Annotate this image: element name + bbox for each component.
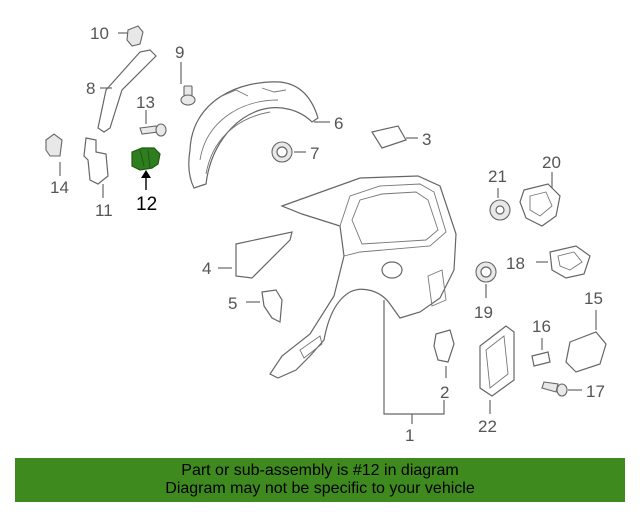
callout-13: 13 (136, 93, 155, 112)
parts-diagram: 10 8 9 13 14 11 12 (45, 24, 607, 445)
callout-15: 15 (584, 289, 603, 308)
callout-6: 6 (334, 114, 343, 133)
callout-16: 16 (532, 317, 551, 336)
part-1-quarter-panel (269, 175, 457, 424)
part-13-screw (139, 110, 167, 137)
part-12-clip-highlighted (131, 147, 161, 190)
banner-line-2: Diagram may not be specific to your vehi… (165, 480, 475, 497)
part-16-label (531, 338, 551, 367)
callout-4: 4 (202, 259, 211, 278)
part-5-bracket (246, 289, 283, 323)
part-6-wheel-liner (188, 81, 330, 189)
callout-17: 17 (586, 382, 605, 401)
callout-14: 14 (50, 178, 69, 197)
part-11-bracket (83, 137, 109, 198)
part-19-grommet (475, 261, 497, 298)
part-18-actuator (536, 245, 591, 279)
callout-9: 9 (175, 43, 184, 62)
part-22-fuel-door-housing (479, 325, 515, 414)
part-3-panel (371, 125, 418, 149)
callout-7: 7 (310, 144, 319, 163)
callout-18: 18 (506, 254, 525, 273)
callout-11: 11 (95, 201, 113, 220)
part-7-grommet (271, 141, 306, 163)
callout-12: 12 (136, 194, 157, 215)
callout-8: 8 (86, 79, 95, 98)
part-8-strip (97, 49, 157, 133)
callout-2: 2 (440, 383, 449, 402)
callout-20: 20 (542, 153, 561, 172)
part-14-clip (45, 133, 63, 176)
callout-22: 22 (478, 417, 497, 436)
callout-1: 1 (405, 426, 414, 445)
part-10-clip (118, 25, 144, 47)
callout-10: 10 (90, 24, 109, 43)
part-info-banner: Part or sub-assembly is #12 in diagram D… (15, 458, 625, 502)
callout-21: 21 (488, 167, 507, 186)
callout-3: 3 (422, 130, 431, 149)
callout-19: 19 (474, 303, 493, 322)
part-17-screw (541, 381, 582, 397)
part-9-bolt (180, 62, 196, 106)
part-4-panel (218, 231, 293, 279)
part-2-bracket (433, 329, 455, 378)
part-20-actuator (519, 172, 561, 227)
banner-line-1: Part or sub-assembly is #12 in diagram (181, 462, 459, 479)
part-21-grommet (489, 188, 511, 221)
part-15-fuel-door (565, 310, 607, 373)
callout-5: 5 (228, 294, 237, 313)
